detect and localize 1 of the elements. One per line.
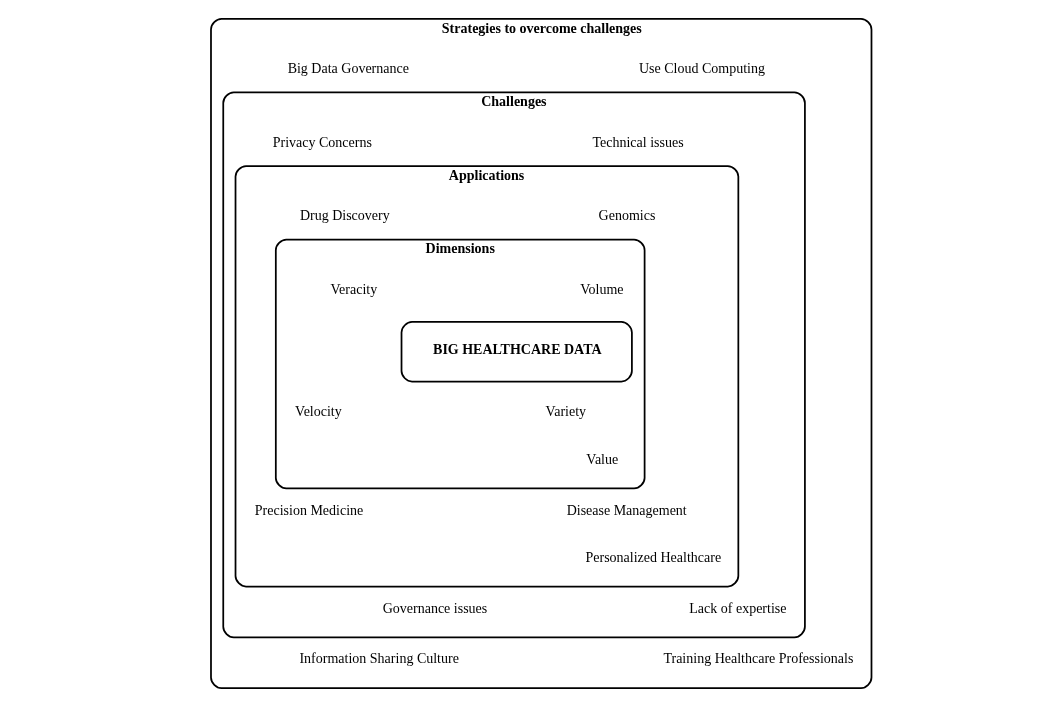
- node-box: BIG HEALTHCARE DATA: [400, 321, 633, 383]
